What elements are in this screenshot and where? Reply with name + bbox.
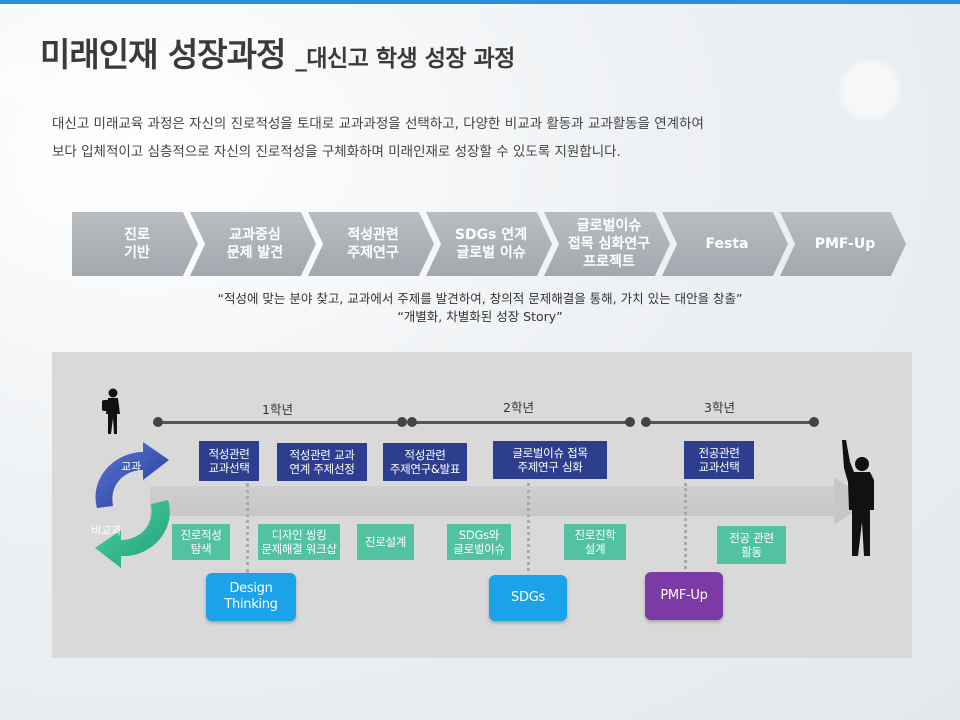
program-pmf-up: PMF-Up bbox=[645, 572, 723, 620]
grade-label-3: 3학년 bbox=[704, 400, 735, 415]
activity-box: 디자인 씽킹 문제해결 워크샵 bbox=[258, 524, 340, 560]
activity-box: 진로진학 설계 bbox=[564, 524, 626, 560]
connector-dotted bbox=[246, 483, 249, 573]
timeline-dot bbox=[407, 417, 417, 427]
step-label: SDGs 연계 글로벌 이슈 bbox=[454, 227, 528, 261]
grade2-timeline bbox=[412, 421, 630, 424]
subject-box: 적성관련 교과선택 bbox=[199, 441, 259, 481]
connector-dotted bbox=[684, 483, 687, 575]
top-accent-bar bbox=[0, 0, 960, 4]
step-chevron: 진로 기반 bbox=[72, 212, 198, 276]
timeline-dot bbox=[625, 417, 635, 427]
timeline-dot bbox=[809, 417, 819, 427]
timeline-dot bbox=[641, 417, 651, 427]
cycle-label-extracurricular: 비교과 bbox=[91, 524, 122, 537]
step-chevron: SDGs 연계 글로벌 이슈 bbox=[426, 212, 552, 276]
step-chevron: 적성관련 주제연구 bbox=[308, 212, 434, 276]
step-label: PMF-Up bbox=[814, 236, 876, 252]
process-chevrons: 진로 기반 교과중심 문제 발견 적성관련 주제연구 SDGs 연계 글로벌 이… bbox=[72, 212, 906, 276]
subject-box: 적성관련 주제연구&발표 bbox=[383, 443, 467, 481]
timeline-dot bbox=[153, 417, 163, 427]
step-label: 진로 기반 bbox=[124, 227, 150, 261]
title-main: 미래인재 성장과정 bbox=[40, 35, 286, 74]
intro-text: 대신고 미래교육 과정은 자신의 진로적성을 토대로 교과과정을 선택하고, 다… bbox=[52, 110, 912, 166]
step-label: 글로벌이슈 접목 심화연구 프로젝트 bbox=[567, 218, 651, 270]
cycle-label-subject: 교과 bbox=[121, 460, 142, 473]
step-chevron: PMF-Up bbox=[780, 212, 906, 276]
activity-box: 진로적성 탐색 bbox=[172, 524, 230, 560]
intro-line: 대신고 미래교육 과정은 자신의 진로적성을 토대로 교과과정을 선택하고, 다… bbox=[52, 116, 704, 132]
bokeh-decoration bbox=[20, 150, 90, 220]
step-label: 교과중심 문제 발견 bbox=[226, 227, 284, 261]
bokeh-decoration bbox=[840, 60, 900, 120]
subject-box: 글로벌이슈 접목 주제연구 심화 bbox=[493, 441, 607, 479]
activity-box: SDGs와 글로벌이슈 bbox=[447, 524, 511, 560]
mission-quote: “적성에 맞는 분야 찾고, 교과에서 주제를 발견하여, 창의적 문제해결을 … bbox=[150, 290, 810, 326]
page-title: 미래인재 성장과정 _대신고 학생 성장 과정 bbox=[40, 28, 515, 76]
step-chevron: 교과중심 문제 발견 bbox=[190, 212, 316, 276]
title-sub: _대신고 학생 성장 과정 bbox=[295, 46, 515, 72]
quote-line: “개별화, 차별화된 성장 Story” bbox=[397, 309, 563, 324]
cycle-arrows-icon: 교과 비교과 bbox=[85, 440, 180, 570]
growth-arrow-band bbox=[150, 486, 836, 516]
timeline-dot bbox=[397, 417, 407, 427]
program-sdgs: SDGs bbox=[489, 575, 567, 621]
connector-dotted bbox=[527, 483, 530, 578]
step-label: Festa bbox=[705, 236, 749, 252]
grade1-timeline bbox=[158, 421, 402, 424]
success-silhouette-icon bbox=[836, 438, 882, 564]
program-design-thinking: Design Thinking bbox=[206, 573, 296, 621]
student-silhouette-icon bbox=[99, 388, 125, 440]
step-chevron: Festa bbox=[662, 212, 788, 276]
grade-label-1: 1학년 bbox=[262, 402, 293, 417]
bokeh-decoration bbox=[0, 60, 40, 100]
activity-box: 전공 관련 활동 bbox=[717, 526, 786, 564]
activity-box: 진로설계 bbox=[357, 524, 414, 560]
intro-line: 보다 입체적이고 심층적으로 자신의 진로적성을 구체화하며 미래인재로 성장할… bbox=[52, 144, 621, 160]
quote-line: “적성에 맞는 분야 찾고, 교과에서 주제를 발견하여, 창의적 문제해결을 … bbox=[217, 291, 743, 306]
subject-box: 적성관련 교과 연계 주제선정 bbox=[277, 443, 367, 481]
grade-label-2: 2학년 bbox=[503, 400, 534, 415]
step-chevron: 글로벌이슈 접목 심화연구 프로젝트 bbox=[544, 212, 670, 276]
grade3-timeline bbox=[646, 421, 814, 424]
step-label: 적성관련 주제연구 bbox=[347, 227, 399, 261]
subject-box: 전공관련 교과선택 bbox=[684, 441, 754, 479]
